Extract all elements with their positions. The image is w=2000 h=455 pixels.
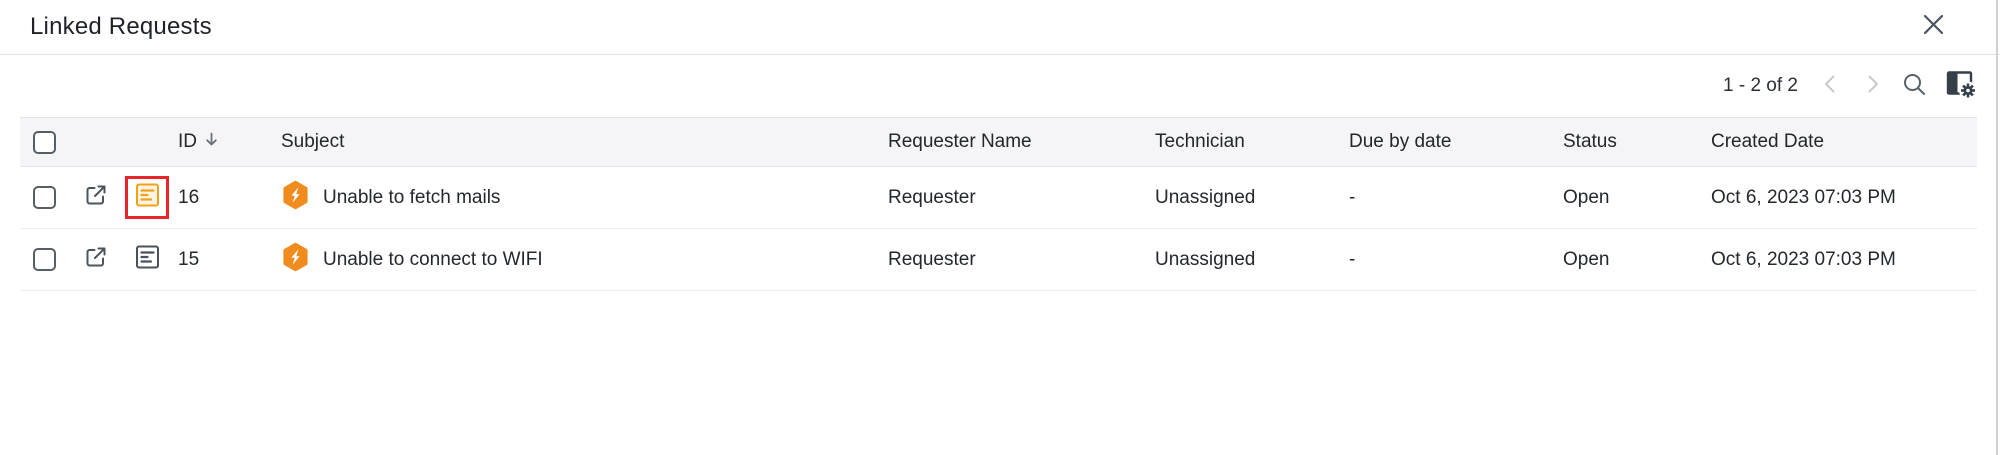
summary-cell <box>116 238 178 281</box>
incident-hexagon-icon <box>281 180 310 216</box>
header-id[interactable]: ID <box>178 131 281 154</box>
subject-text[interactable]: Unable to connect to WIFI <box>323 248 543 270</box>
header-id-label: ID <box>178 131 197 152</box>
row-checkbox[interactable] <box>33 186 56 209</box>
status-cell: Open <box>1563 186 1610 208</box>
pagination-count: 1 - 2 of 2 <box>1723 75 1798 96</box>
due-by-date-cell: - <box>1349 248 1356 270</box>
close-icon <box>1920 11 1947 43</box>
created-date-cell: Oct 6, 2023 07:03 PM <box>1711 186 1896 208</box>
sort-descending-icon <box>204 131 219 154</box>
dialog-titlebar: Linked Requests <box>0 0 2000 55</box>
open-in-new-cell <box>76 245 116 275</box>
select-all-checkbox[interactable] <box>33 130 56 154</box>
row-select-cell <box>20 248 76 271</box>
requester-cell: Requester <box>888 186 976 208</box>
external-link-icon[interactable] <box>84 183 108 213</box>
requester-cell: Requester <box>888 248 976 270</box>
technician-cell: Unassigned <box>1155 186 1256 208</box>
chevron-right-icon <box>1860 72 1884 101</box>
external-link-icon[interactable] <box>84 245 108 275</box>
search-icon <box>1901 71 1927 102</box>
table-header-row: ID Subject Requester Name Technician Due… <box>20 117 1977 167</box>
next-page-button[interactable] <box>1860 72 1884 101</box>
column-settings-button[interactable] <box>1944 68 1977 104</box>
created-date-cell: Oct 6, 2023 07:03 PM <box>1711 248 1896 270</box>
highlight-box <box>125 176 169 219</box>
panel-right-border <box>1996 0 1998 455</box>
header-due-by-date[interactable]: Due by date <box>1349 131 1452 152</box>
table-row[interactable]: 15 Unable to connect to WIFI Requester U… <box>20 229 1977 291</box>
document-icon[interactable] <box>134 182 161 214</box>
incident-hexagon-icon <box>281 242 310 278</box>
subject-cell: Unable to connect to WIFI <box>281 242 888 278</box>
doc-icon-box <box>125 238 169 281</box>
subject-cell: Unable to fetch mails <box>281 180 888 216</box>
row-select-cell <box>20 186 76 209</box>
linked-requests-table: ID Subject Requester Name Technician Due… <box>20 117 1977 291</box>
chevron-left-icon <box>1819 72 1843 101</box>
close-button[interactable] <box>1918 12 1948 42</box>
open-in-new-cell <box>76 183 116 213</box>
header-subject[interactable]: Subject <box>281 131 345 152</box>
subject-text[interactable]: Unable to fetch mails <box>323 186 501 208</box>
summary-cell <box>116 176 178 219</box>
previous-page-button[interactable] <box>1819 72 1843 101</box>
technician-cell: Unassigned <box>1155 248 1256 270</box>
status-cell: Open <box>1563 248 1610 270</box>
header-technician[interactable]: Technician <box>1155 131 1245 152</box>
document-icon[interactable] <box>134 244 161 276</box>
header-created-date[interactable]: Created Date <box>1711 131 1825 152</box>
list-toolbar: 1 - 2 of 2 <box>0 55 2000 117</box>
table-row[interactable]: 16 Unable to fetch mails Requester Unass… <box>20 167 1977 229</box>
select-all-cell <box>20 130 76 154</box>
id-cell: 15 <box>178 248 200 270</box>
header-status[interactable]: Status <box>1563 131 1617 152</box>
dialog-title: Linked Requests <box>30 13 212 40</box>
id-cell: 16 <box>178 186 200 208</box>
column-settings-icon <box>1944 68 1977 104</box>
due-by-date-cell: - <box>1349 186 1356 208</box>
search-button[interactable] <box>1901 71 1927 102</box>
header-requester[interactable]: Requester Name <box>888 131 1032 152</box>
row-checkbox[interactable] <box>33 248 56 271</box>
